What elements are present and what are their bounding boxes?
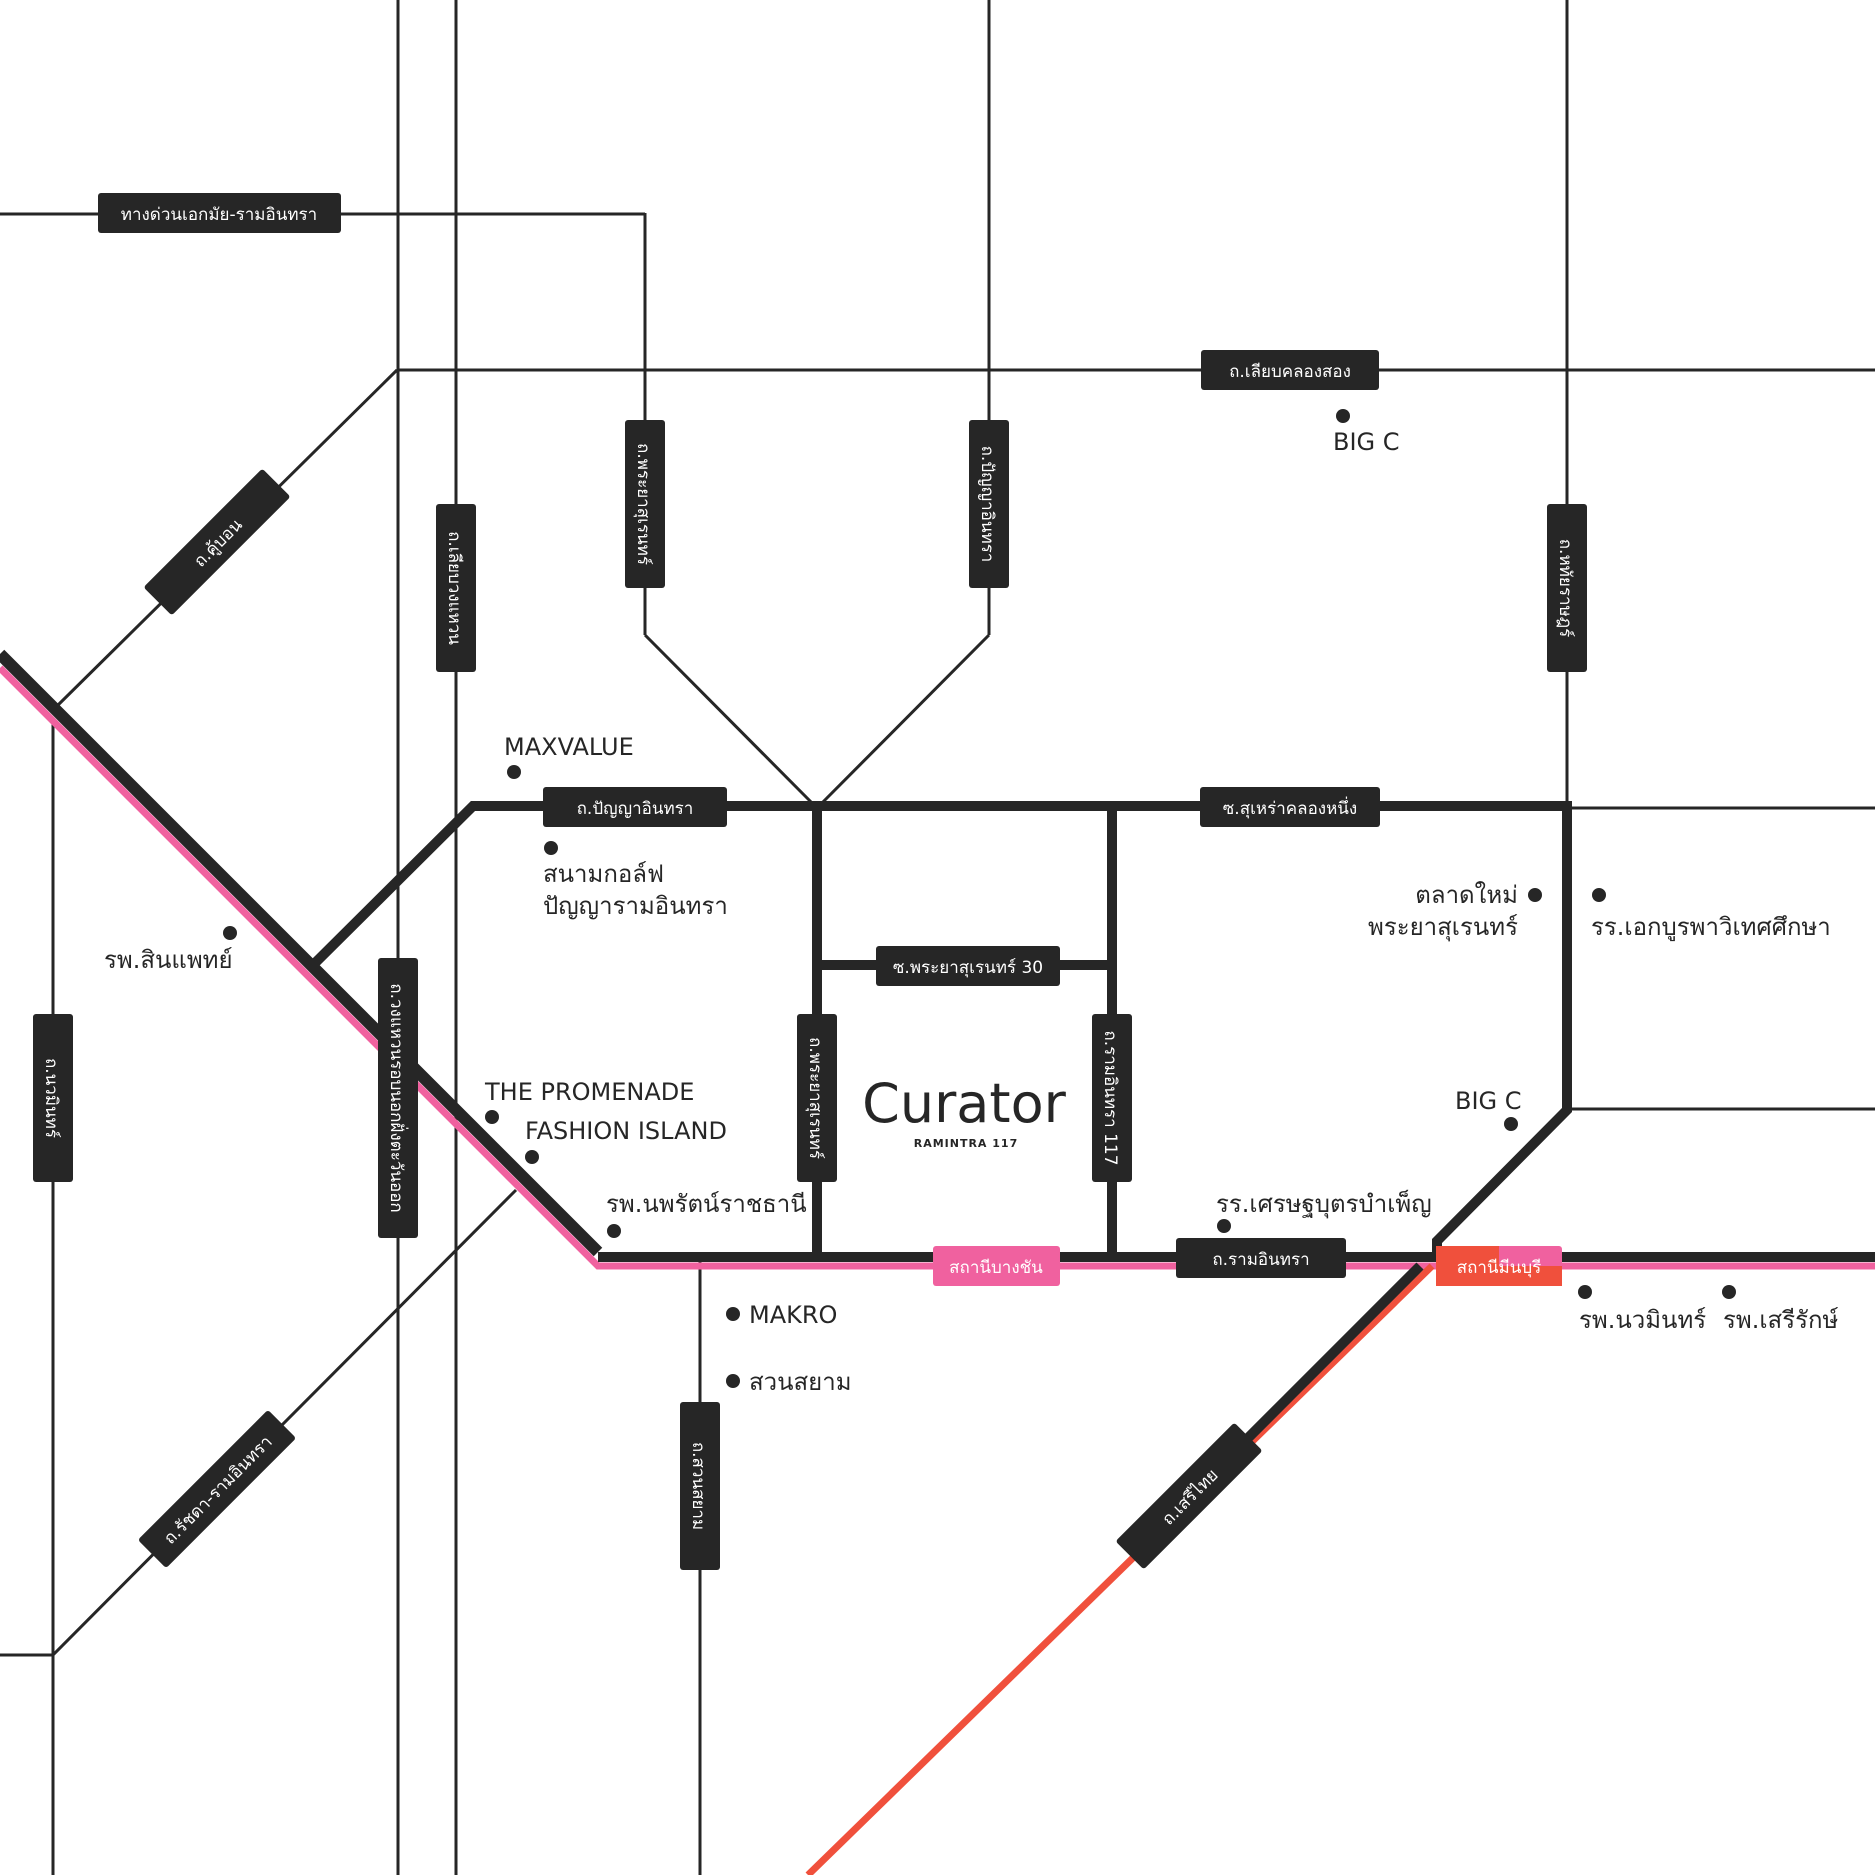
sign-seri-thai: ถ.เสรีไทย — [1116, 1423, 1262, 1569]
poi-fashion-island-label: FASHION ISLAND — [525, 1117, 727, 1145]
orange-line — [805, 1263, 1435, 1875]
poi-nopparat: รพ.นพรัตน์ราชธานี — [606, 1190, 807, 1238]
poi-talad-label-1: ตลาดใหม่ — [1415, 881, 1518, 909]
station-min-buri-label: สถานีมีนบุรี — [1457, 1258, 1542, 1278]
road-panya-inthra — [309, 801, 1572, 1260]
sign-suan-siam: ถ.สวนสยาม — [680, 1402, 720, 1570]
project-logo: Curator RAMINTRA 117 — [862, 1072, 1066, 1150]
sign-phraya-surain-north: ถ.พระยาสุเรนทร์ — [625, 420, 665, 588]
sign-expressway: ทางด่วนเอกมัย-รามอินทรา — [98, 193, 341, 233]
sign-panya-inthra-north: ถ.ปัญญาอินทรา — [969, 420, 1009, 588]
poi-talad: ตลาดใหม่ พระยาสุเรนทร์ — [1368, 881, 1542, 942]
poi-ekburapha: รร.เอกบูรพาวิเทศศึกษา — [1591, 888, 1831, 942]
poi-serirak: รพ.เสรีรักษ์ — [1722, 1285, 1839, 1334]
poi-setthabut: รร.เศรษฐบุตรบำเพ็ญ — [1216, 1189, 1432, 1233]
poi-nawamin-hospital: รพ.นวมินทร์ — [1578, 1285, 1706, 1334]
sign-ram-inthra-117: ถ.รามอินทรา 117 — [1092, 1014, 1132, 1182]
poi-golf-label-1: สนามกอล์ฟ — [543, 860, 664, 888]
sign-ram-inthra-117-label: ถ.รามอินทรา 117 — [1100, 1030, 1120, 1165]
sign-soi-suhrao-label: ซ.สุเหร่าคลองหนึ่ง — [1223, 796, 1357, 819]
pink-line-west — [0, 665, 1440, 1270]
poi-setthabut-label: รร.เศรษฐบุตรบำเพ็ญ — [1216, 1189, 1432, 1219]
sign-nawamin-label: ถ.นวมินทร์ — [41, 1058, 61, 1138]
poi-golf: สนามกอล์ฟ ปัญญารามอินทรา — [543, 841, 728, 920]
sign-khu-bon: ถ.คู้บอน — [144, 469, 290, 615]
poi-makro-label: MAKRO — [749, 1301, 837, 1329]
poi-sinphaet: รพ.สินแพทย์ — [104, 926, 237, 974]
poi-makro: MAKRO — [726, 1301, 837, 1329]
logo-name: Curator — [862, 1072, 1066, 1135]
sign-hathai-rat-label: ถ.หทัยราษฎร์ — [1555, 539, 1575, 638]
poi-fashion-island: FASHION ISLAND — [525, 1117, 727, 1164]
poi-serirak-label: รพ.เสรีรักษ์ — [1723, 1306, 1839, 1334]
sign-phraya-surain-south: ถ.พระยาสุเรนทร์ — [797, 1014, 837, 1182]
sign-kanchanaphisek: ถ.วงแหวนรอบนอกฝั่งตะวันออก — [378, 958, 418, 1238]
sign-liap-khlong-song: ถ.เลียบคลองสอง — [1201, 350, 1379, 390]
sign-panya-inthra: ถ.ปัญญาอินทรา — [543, 787, 727, 827]
poi-maxvalue-label: MAXVALUE — [504, 733, 634, 761]
poi-golf-label-2: ปัญญารามอินทรา — [543, 892, 728, 920]
sign-panya-inthra-north-label: ถ.ปัญญาอินทรา — [977, 446, 997, 563]
station-bang-chan-label: สถานีบางชัน — [949, 1258, 1043, 1278]
sign-ratchada-ram-inthra-label: ถ.รัชดา-รามอินทรา — [160, 1432, 276, 1548]
road-phraya-surain-north-diag — [643, 633, 819, 810]
poi-big-c-south: BIG C — [1455, 1087, 1522, 1131]
sign-suan-siam-label: ถ.สวนสยาม — [688, 1442, 708, 1530]
sign-liap-wong-waen-label: ถ.เลียบวงแหวน — [444, 531, 464, 645]
sign-hathai-rat: ถ.หทัยราษฎร์ — [1547, 504, 1587, 672]
poi-talad-label-2: พระยาสุเรนทร์ — [1368, 913, 1518, 942]
sign-panya-inthra-label: ถ.ปัญญาอินทรา — [577, 799, 694, 819]
poi-big-c-north: BIG C — [1333, 409, 1400, 456]
poi-promenade: THE PROMENADE — [484, 1078, 694, 1124]
sign-phraya-surain-south-label: ถ.พระยาสุเรนทร์ — [805, 1037, 825, 1159]
poi-suan-siam: สวนสยาม — [726, 1368, 852, 1396]
road-panya-inthra-north-diag — [815, 633, 991, 810]
poi-nopparat-label: รพ.นพรัตน์ราชธานี — [606, 1190, 807, 1218]
sign-liap-wong-waen: ถ.เลียบวงแหวน — [436, 504, 476, 672]
sign-ratchada-ram-inthra: ถ.รัชดา-รามอินทรา — [139, 1411, 295, 1567]
sign-nawamin: ถ.นวมินทร์ — [33, 1014, 73, 1182]
sign-soi-phraya-surain-30: ซ.พระยาสุเรนทร์ 30 — [876, 946, 1060, 986]
road-ratchada-ram-inthra — [51, 1188, 518, 1657]
road-ram-inthra-diag — [0, 649, 603, 1257]
sign-ram-inthra-label: ถ.รามอินทรา — [1212, 1250, 1309, 1270]
sign-ram-inthra: ถ.รามอินทรา — [1176, 1238, 1346, 1278]
sign-soi-phraya-surain-30-label: ซ.พระยาสุเรนทร์ 30 — [893, 958, 1043, 978]
poi-sinphaet-label: รพ.สินแพทย์ — [104, 946, 233, 974]
station-min-buri: สถานีมีนบุรี — [1436, 1246, 1562, 1286]
poi-maxvalue: MAXVALUE — [504, 733, 634, 779]
poi-big-c-north-label: BIG C — [1333, 428, 1400, 456]
sign-soi-suhrao: ซ.สุเหร่าคลองหนึ่ง — [1200, 787, 1380, 827]
sign-kanchanaphisek-label: ถ.วงแหวนรอบนอกฝั่งตะวันออก — [386, 983, 409, 1212]
station-bang-chan: สถานีบางชัน — [933, 1246, 1060, 1286]
sign-phraya-surain-north-label: ถ.พระยาสุเรนทร์ — [633, 443, 653, 565]
sign-expressway-label: ทางด่วนเอกมัย-รามอินทรา — [121, 205, 317, 225]
poi-big-c-south-label: BIG C — [1455, 1087, 1522, 1115]
sign-liap-khlong-song-label: ถ.เลียบคลองสอง — [1229, 362, 1351, 382]
poi-suan-siam-label: สวนสยาม — [749, 1368, 852, 1396]
logo-subtitle: RAMINTRA 117 — [914, 1137, 1019, 1150]
poi-promenade-label: THE PROMENADE — [484, 1078, 694, 1106]
poi-ekburapha-label: รร.เอกบูรพาวิเทศศึกษา — [1591, 913, 1831, 942]
poi-nawamin-hospital-label: รพ.นวมินทร์ — [1579, 1306, 1706, 1334]
